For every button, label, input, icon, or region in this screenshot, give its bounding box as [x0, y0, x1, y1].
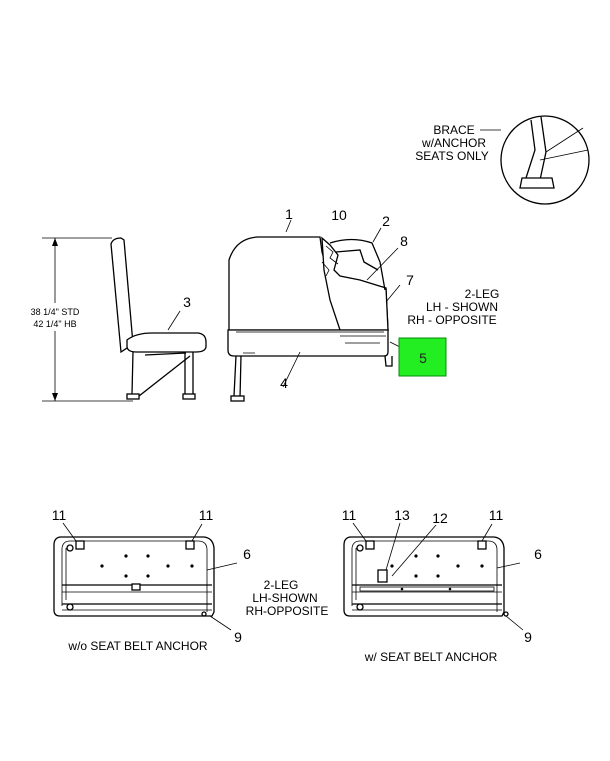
- callout-4[interactable]: 4: [280, 375, 288, 391]
- plan-view-with-anchor: [343, 522, 524, 631]
- plan-note-line-2: LH-SHOWN: [252, 591, 317, 605]
- side-note-line-2: LH - SHOWN: [426, 300, 498, 314]
- caption-without-anchor: w/o SEAT BELT ANCHOR: [67, 639, 207, 653]
- brace-note-line-1: BRACE: [433, 123, 474, 137]
- plan-view-without-anchor: [53, 522, 238, 631]
- callout-11-left-b[interactable]: 11: [199, 507, 214, 523]
- height-note-hb: 42 1/4" HB: [33, 319, 76, 329]
- seat-side-profile: 38 1/4" STD 42 1/4" HB: [24, 237, 207, 402]
- brace-detail: BRACE w/ANCHOR SEATS ONLY: [415, 115, 590, 205]
- callout-13[interactable]: 13: [394, 507, 410, 523]
- side-note: 2-LEG LH - SHOWN RH - OPPOSITE: [407, 287, 499, 327]
- callout-12[interactable]: 12: [432, 510, 448, 526]
- callout-5[interactable]: 5: [419, 350, 427, 366]
- callout-7[interactable]: 7: [406, 272, 414, 288]
- callout-6-left[interactable]: 6: [243, 546, 251, 562]
- plan-note-line-3: RH-OPPOSITE: [246, 604, 329, 618]
- callout-11-right-b[interactable]: 11: [489, 507, 504, 523]
- callout-3[interactable]: 3: [183, 294, 191, 310]
- callout-9-right[interactable]: 9: [524, 629, 532, 645]
- callouts: 1 10 2 8 7 3 4 5 11 11 6 9 11 13 12 11 6…: [52, 206, 542, 645]
- side-note-line-3: RH - OPPOSITE: [407, 313, 496, 327]
- plan-note: 2-LEG LH-SHOWN RH-OPPOSITE: [246, 578, 329, 618]
- brace-note-line-3: SEATS ONLY: [415, 149, 489, 163]
- callout-6-right[interactable]: 6: [534, 546, 542, 562]
- height-note-std: 38 1/4" STD: [31, 307, 80, 317]
- side-note-line-1: 2-LEG: [465, 287, 500, 301]
- callout-1[interactable]: 1: [285, 206, 293, 222]
- callout-11-left-a[interactable]: 11: [52, 507, 67, 523]
- callout-8[interactable]: 8: [400, 233, 408, 249]
- callout-11-right-a[interactable]: 11: [342, 507, 357, 523]
- callout-10[interactable]: 10: [331, 207, 347, 223]
- plan-note-line-1: 2-LEG: [264, 578, 299, 592]
- brace-note-line-2: w/ANCHOR: [421, 136, 486, 150]
- seat-front-profile: [227, 219, 401, 402]
- callout-9-left[interactable]: 9: [234, 629, 242, 645]
- callout-2[interactable]: 2: [382, 213, 390, 229]
- item-5-highlight[interactable]: [398, 337, 447, 377]
- caption-with-anchor: w/ SEAT BELT ANCHOR: [364, 650, 498, 664]
